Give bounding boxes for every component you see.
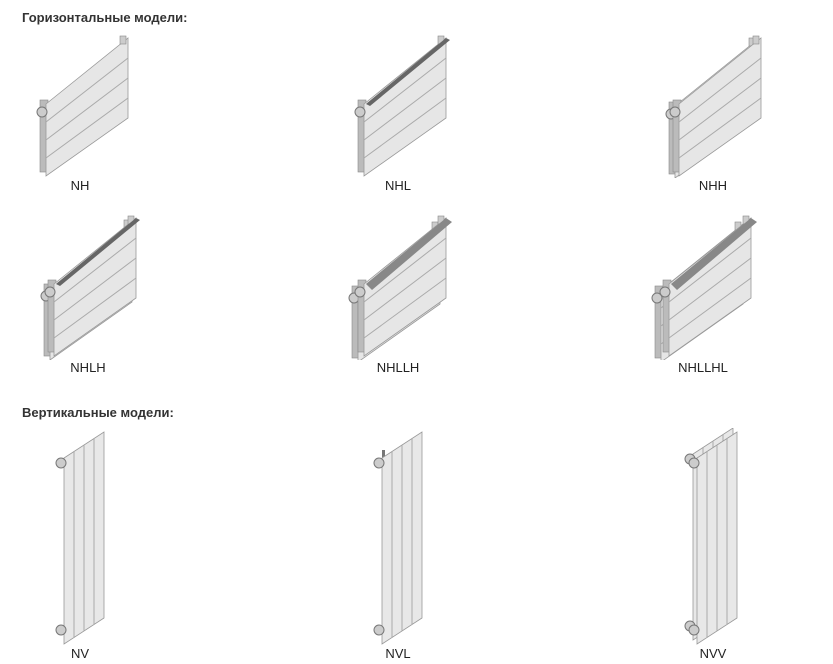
radiator-nh-image xyxy=(36,35,129,177)
model-nhl[interactable]: NHL xyxy=(318,30,478,193)
model-label: NHLLHL xyxy=(678,360,728,375)
model-label: NV xyxy=(70,646,90,661)
radiator-nvl-image xyxy=(373,431,423,645)
radiator-nhllhl-image xyxy=(651,215,757,360)
model-label: NHH xyxy=(698,178,728,193)
radiator-nhh-image xyxy=(665,35,762,178)
radiator-nhlh-image xyxy=(40,215,140,360)
model-label: NVV xyxy=(699,646,727,661)
model-label: NVL xyxy=(385,646,411,661)
model-nvv[interactable]: NVV xyxy=(633,428,793,661)
model-label: NHLH xyxy=(70,360,106,375)
model-nhllh[interactable]: NHLLH xyxy=(318,210,478,375)
radiator-nhl-image xyxy=(354,35,450,177)
model-nv[interactable]: NV xyxy=(0,428,160,661)
radiator-nhllh-image xyxy=(348,215,452,360)
model-nvl[interactable]: NVL xyxy=(318,428,478,661)
section-title-horizontal: Горизонтальные модели: xyxy=(22,10,188,25)
model-label: NHL xyxy=(384,178,411,193)
model-nhllhl[interactable]: NHLLHL xyxy=(623,210,783,375)
model-label: NHLLH xyxy=(376,360,420,375)
model-nh[interactable]: NH xyxy=(0,30,160,193)
model-nhlh[interactable]: NHLH xyxy=(8,210,168,375)
section-title-vertical: Вертикальные модели: xyxy=(22,405,174,420)
model-nhh[interactable]: NHH xyxy=(633,30,793,193)
radiator-nv-image xyxy=(55,431,105,645)
model-label: NH xyxy=(70,178,90,193)
radiator-nvv-image xyxy=(684,428,738,645)
